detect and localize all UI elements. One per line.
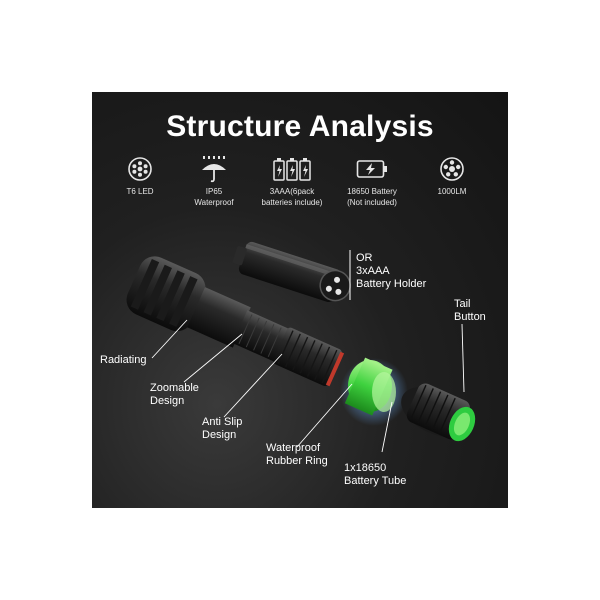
callout-battery-tube: 1x18650 Battery Tube xyxy=(344,462,407,487)
brightness-icon xyxy=(410,154,494,184)
feature-label: IP65 Waterproof xyxy=(194,187,234,207)
feature-label: 3AAA(6pack batteries include) xyxy=(261,187,323,207)
aaa-batteries-icon xyxy=(250,154,334,184)
feature-label: 1000LM xyxy=(437,187,467,196)
feature-label: 18650 Battery (Not included) xyxy=(347,187,397,207)
callout-tail-button: Tail Button xyxy=(454,298,486,323)
led-chip-icon xyxy=(98,154,182,184)
flashlight-illustration xyxy=(126,241,476,453)
callout-rubber-ring: Waterproof Rubber Ring xyxy=(266,442,328,467)
callout-anti-slip: Anti Slip Design xyxy=(202,416,243,441)
battery-charging-icon xyxy=(330,154,414,184)
callout-battery-holder: OR 3xAAA Battery Holder xyxy=(356,252,427,290)
page-title: Structure Analysis xyxy=(166,110,434,143)
product-infographic: Structure Analysis T6 LED xyxy=(92,92,508,508)
callout-radiating: Radiating xyxy=(100,354,147,366)
flashlight-body xyxy=(126,256,345,387)
feature-waterproof: IP65 Waterproof xyxy=(172,154,256,208)
feature-aaa-batteries: 3AAA(6pack batteries include) xyxy=(250,154,334,208)
callout-zoomable: Zoomable Design xyxy=(150,382,199,407)
umbrella-rain-icon xyxy=(172,154,256,184)
18650-battery xyxy=(344,357,396,416)
feature-18650-battery: 18650 Battery (Not included) xyxy=(330,154,414,208)
feature-label: T6 LED xyxy=(126,187,154,196)
aaa-battery-holder xyxy=(232,241,351,303)
feature-brightness: 1000LM xyxy=(410,154,494,197)
feature-t6-led: T6 LED xyxy=(98,154,182,197)
tail-cap xyxy=(401,383,476,442)
